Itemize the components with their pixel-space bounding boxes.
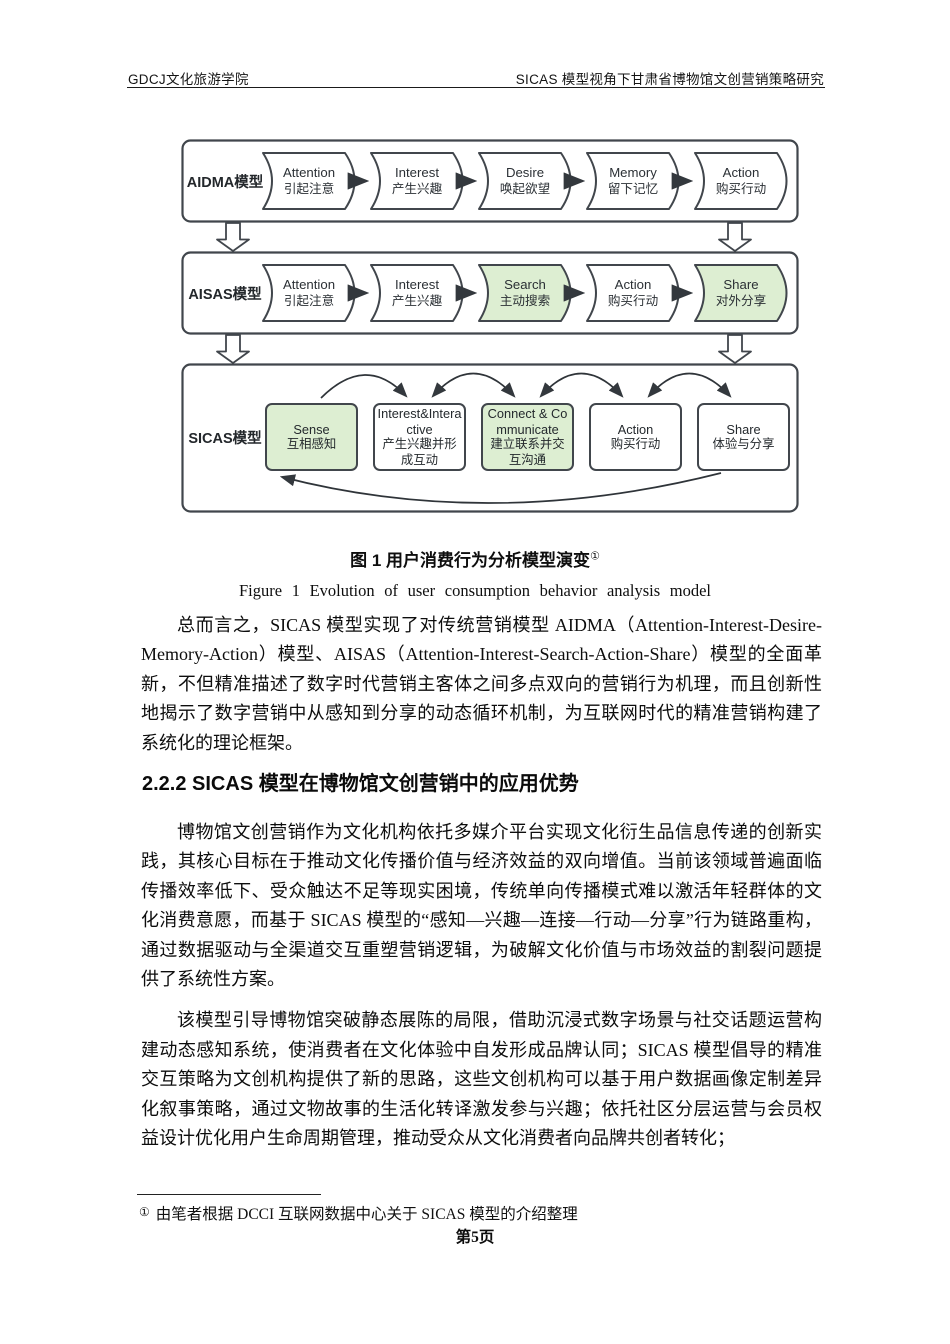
header-rule [127,87,825,88]
figure-caption-zh: 图 1 用户消费行为分析模型演变① [350,550,600,570]
page-header: GDCJ文化旅游学院 SICAS 模型视角下甘肃省博物馆文创营销策略研究 [128,62,824,88]
caption-footnote-marker: ① [590,550,600,563]
row-transition-arrows [216,222,752,364]
body-text: 总而言之，SICAS 模型实现了对传统营销模型 AIDMA（Attention-… [141,611,822,1166]
sicas-row-label: SICAS模型 [188,430,262,447]
footnote-marker: ① [139,1205,150,1219]
paragraph-application-2: 该模型引导博物馆突破静态展陈的局限，借助沉浸式数字场景与社交话题运营构建动态感知… [141,1010,822,1149]
footnote-rule [137,1194,321,1195]
sicas-cycle-arrows [279,372,732,504]
figure-caption-en: Figure 1 Evolution of user consumption b… [238,581,712,600]
aidma-stage-shapes [262,152,788,210]
page-number: 第5页 [455,1229,495,1246]
section-heading-222: 2.2.2 SICAS 模型在博物馆文创营销中的应用优势 [142,773,579,796]
footnote: ① 由笔者根据 DCCI 互联网数据中心关于 SICAS 模型的介绍整理 [139,1202,819,1224]
footnote-text: 由笔者根据 DCCI 互联网数据中心关于 SICAS 模型的介绍整理 [155,1206,578,1223]
aidma-row-label: AIDMA模型 [186,174,264,191]
aisas-stage-shapes [262,264,788,322]
paragraph-summary: 总而言之，SICAS 模型实现了对传统营销模型 AIDMA（Attention-… [141,615,822,753]
header-left-text: GDCJ文化旅游学院 [128,72,249,87]
paragraph-application-1: 博物馆文创营销作为文化机构依托多媒介平台实现文化衍生品信息传递的创新实践，其核心… [141,822,822,990]
share-to-sense-return-arrow [279,472,722,504]
aisas-row-label: AISAS模型 [188,286,262,303]
header-right-text: SICAS 模型视角下甘肃省博物馆文创营销策略研究 [515,72,824,87]
